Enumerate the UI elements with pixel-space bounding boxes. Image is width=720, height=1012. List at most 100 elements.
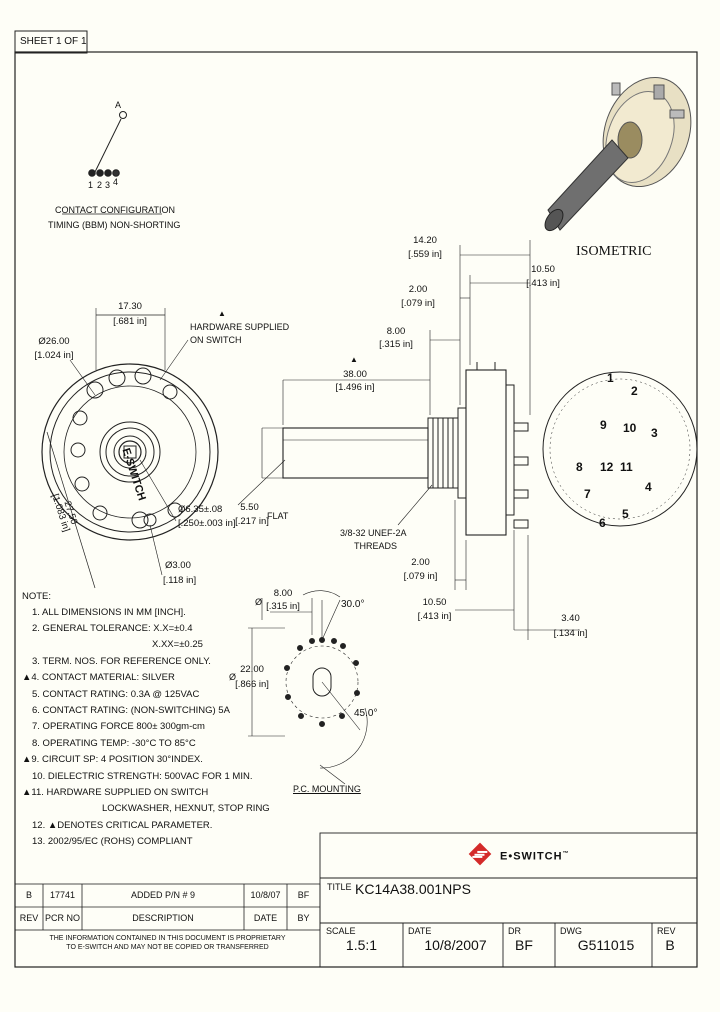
- rev-header-date: DATE: [253, 913, 278, 923]
- note-5: 5. CONTACT RATING: 0.3A @ 125VAC: [32, 689, 200, 700]
- sheet-box: [14, 30, 88, 54]
- note-4: ▲4. CONTACT MATERIAL: SILVER: [22, 672, 175, 683]
- note-3: 3. TERM. NOS. FOR REFERENCE ONLY.: [32, 656, 211, 667]
- terminal-number-9: 9: [600, 418, 607, 432]
- side-view: [237, 240, 580, 640]
- side-dim9-in: [.134 in]: [553, 628, 588, 639]
- note-11: ▲11. HARDWARE SUPPLIED ON SWITCH: [22, 787, 209, 798]
- notes-title: NOTE:: [22, 591, 52, 602]
- note-8: 8. OPERATING TEMP: -30°C TO 85°C: [32, 738, 196, 749]
- thread-spec-line1: 3/8-32 UNEF-2A: [340, 528, 407, 538]
- front-dia-in: [1.024 in]: [34, 350, 74, 361]
- terminal-number-12: 12: [600, 460, 614, 474]
- side-dim6-in: [.217 in]: [235, 516, 269, 527]
- scale-label: SCALE: [326, 926, 356, 936]
- scale-value: 1.5:1: [345, 937, 378, 953]
- common-terminal: [119, 111, 127, 119]
- terminal-label-4: 4: [113, 177, 119, 187]
- side-dim5-marker: ▲: [350, 355, 358, 364]
- terminal-number-11: 11: [620, 460, 633, 474]
- terminal-dot-3: [104, 169, 112, 177]
- e-switch-logo-text: E•SWITCH™: [500, 849, 570, 863]
- terminal-number-10: 10: [623, 421, 637, 435]
- side-dim8-in: [.413 in]: [417, 611, 452, 622]
- terminal-number-6: 6: [599, 516, 606, 530]
- shaft-dia-in: [.250±.003 in]: [178, 518, 236, 529]
- drawing-number-label: DWG: [560, 926, 582, 936]
- pc-mounting-title: P.C. MOUNTING: [293, 784, 361, 794]
- pc-mount-dim1-mm: 8.00: [273, 588, 293, 599]
- pc-mount-phi-2: Ø: [229, 672, 237, 682]
- contact-config-title: CONTACT CONFIGURATION: [55, 205, 175, 215]
- side-dim1-in: [.559 in]: [408, 249, 442, 260]
- terminal-number-5: 5: [622, 507, 629, 521]
- terminal-dot-1: [88, 169, 96, 177]
- pc-mount-dim2-mm: 22.00: [240, 664, 264, 675]
- terminal-number-8: 8: [576, 460, 583, 474]
- terminal-dot-2: [96, 169, 104, 177]
- front-dim-top-mm: 17.30: [118, 301, 142, 312]
- hardware-supplied-line1: HARDWARE SUPPLIED: [190, 322, 290, 332]
- rev-header-description: DESCRIPTION: [132, 913, 194, 923]
- thread-spec-line2: THREADS: [354, 541, 398, 551]
- pc-mount-phi-1: Ø: [255, 597, 263, 607]
- hardware-triangle-marker: ▲: [218, 309, 226, 318]
- rev-row-rev: B: [25, 890, 32, 900]
- rev-header-rev: REV: [19, 913, 39, 923]
- terminal-number-view: [542, 371, 698, 527]
- drawing-number-value: G511015: [577, 937, 635, 953]
- side-dim5-mm: 38.00: [343, 369, 367, 380]
- note-12: 12. ▲DENOTES CRITICAL PARAMETER.: [32, 820, 213, 831]
- title-block-lines: [319, 832, 698, 968]
- note-1: 1. ALL DIMENSIONS IN MM [INCH].: [32, 607, 186, 618]
- isometric-view: [544, 76, 692, 232]
- front-view: [41, 308, 219, 589]
- note-7: 7. OPERATING FORCE 800± 300gm-cm: [32, 721, 205, 732]
- terminal-dot-4: [112, 169, 120, 177]
- note-10: 10. DIELECTRIC STRENGTH: 500VAC FOR 1 MI…: [32, 771, 253, 782]
- side-dim3-mm: 2.00: [408, 284, 428, 295]
- hole-dia-in: [.118 in]: [163, 575, 197, 586]
- pc-mount-angle-30: 30.0°: [341, 599, 365, 610]
- flat-label: FLAT: [267, 511, 289, 521]
- terminal-a-label: A: [115, 100, 122, 110]
- confidential-line1: THE INFORMATION CONTAINED IN THIS DOCUME…: [49, 935, 286, 942]
- date-label: DATE: [408, 926, 432, 936]
- side-dim1-mm: 14.20: [413, 235, 437, 246]
- side-dim4-mm: 8.00: [386, 326, 406, 337]
- note-2: 2. GENERAL TOLERANCE: X.X=±0.4: [32, 623, 193, 634]
- rev-header-pcr: PCR NO: [44, 913, 80, 923]
- front-dim-top-in: [.681 in]: [113, 316, 147, 327]
- note-2-continued: X.XX=±0.25: [152, 639, 203, 650]
- note-13: 13. 2002/95/EC (ROHS) COMPLIANT: [32, 836, 193, 847]
- terminal-label-1: 1: [88, 180, 94, 190]
- terminal-number-3: 3: [651, 426, 658, 440]
- part-number-title: KC14A38.001NPS: [355, 881, 471, 897]
- side-dim7-mm: 2.00: [411, 557, 430, 568]
- sheet-number: SHEET 1 OF 1: [20, 36, 87, 47]
- side-dim2-mm: 10.50: [531, 264, 555, 275]
- contact-configuration-symbol: [62, 111, 162, 215]
- side-dim4-in: [.315 in]: [379, 339, 413, 350]
- rev-row-description: ADDED P/N # 9: [130, 890, 196, 900]
- hole-dia-mm: Ø3.00: [165, 560, 191, 571]
- pc-mount-angle-45: 45.0°: [354, 708, 378, 719]
- revision-label: REV: [657, 926, 676, 936]
- note-11-continued: LOCKWASHER, HEXNUT, STOP RING: [102, 803, 270, 814]
- terminal-number-4: 4: [645, 480, 652, 494]
- pc-mounting-view: [248, 590, 368, 785]
- side-dim3-in: [.079 in]: [401, 298, 435, 309]
- side-dim5-in: [1.496 in]: [335, 382, 375, 393]
- front-dia-mm: Ø26.00: [38, 336, 70, 347]
- side-dim7-in: [.079 in]: [403, 571, 438, 582]
- terminal-label-2: 2: [97, 180, 103, 190]
- rev-header-by: BY: [297, 913, 310, 923]
- drawn-by-value: BF: [515, 937, 533, 953]
- rev-row-pcr: 17741: [49, 890, 76, 900]
- title-label: TITLE: [327, 882, 352, 892]
- rev-row-by: BF: [297, 890, 310, 900]
- pc-mount-dim2-in: [.866 in]: [235, 679, 269, 690]
- note-9: ▲9. CIRCUIT SP: 4 POSITION 30°INDEX.: [22, 754, 203, 765]
- shaft-dia-mm: Ø6.35±.08: [178, 504, 223, 515]
